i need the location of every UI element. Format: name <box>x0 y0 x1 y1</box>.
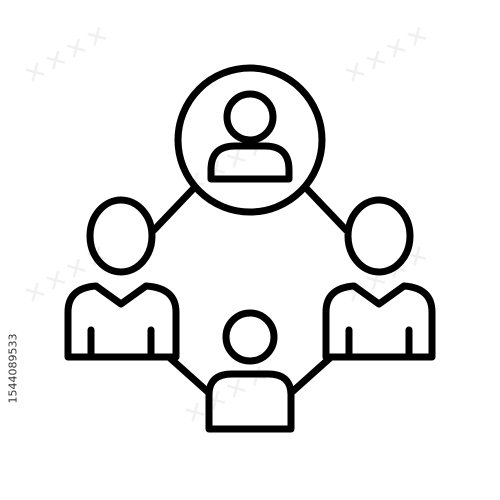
bottom-person-icon <box>205 309 295 433</box>
right-person-icon <box>322 196 436 361</box>
stock-id-label: 1544089533 <box>6 333 20 404</box>
connector-top-left <box>150 184 198 234</box>
top-user-circle-icon <box>174 64 326 216</box>
connector-top-right <box>302 184 350 234</box>
connector-bottom-right <box>288 354 334 396</box>
left-person-icon <box>64 196 180 361</box>
network-connectors <box>150 184 350 396</box>
connector-bottom-left <box>166 354 212 396</box>
